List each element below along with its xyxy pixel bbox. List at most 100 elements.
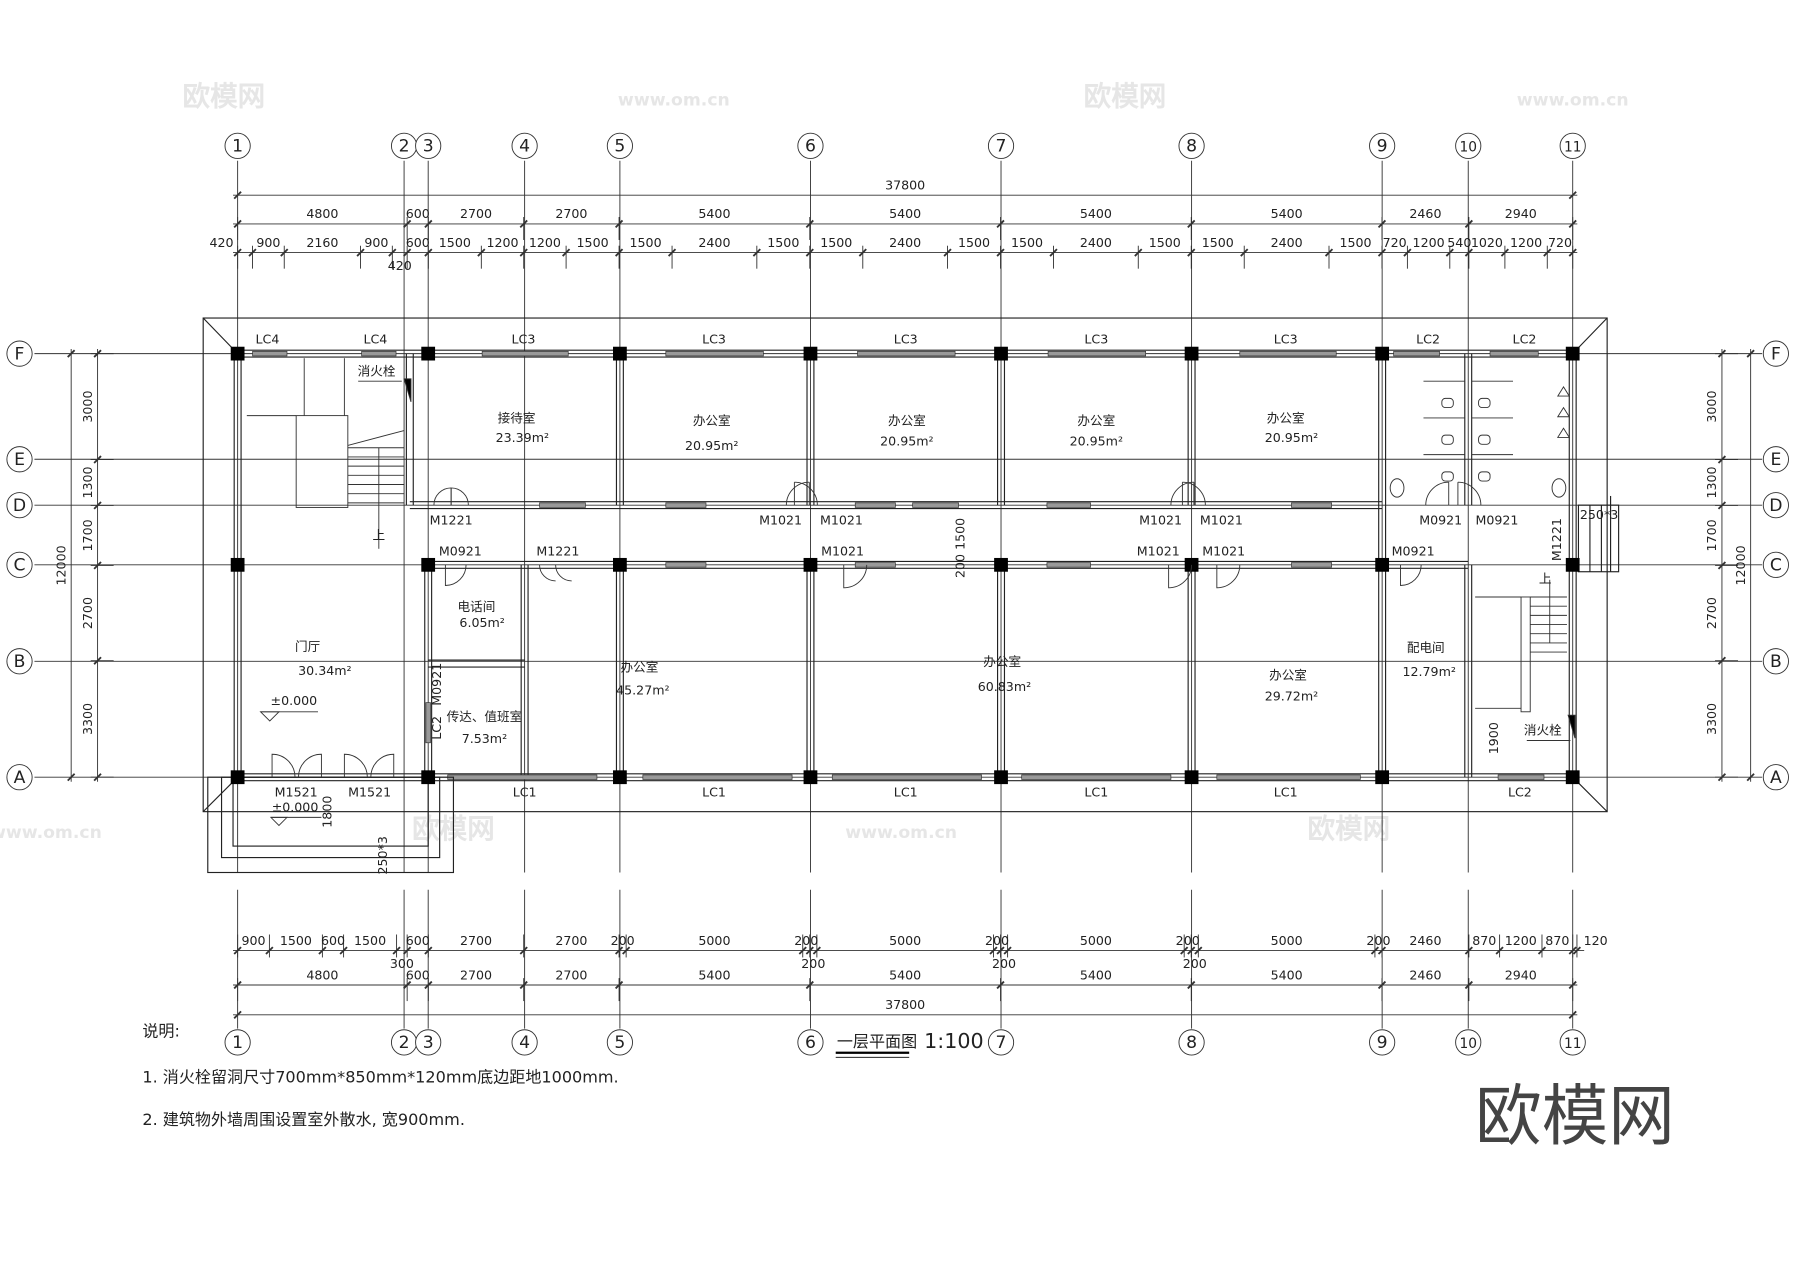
column — [421, 346, 436, 361]
toilet-fixture — [1441, 434, 1454, 445]
left-total-value: 12000 — [53, 545, 68, 585]
top-axis-dim-value: 2700 — [555, 206, 587, 221]
axis-bubble — [797, 1029, 824, 1056]
door-label: M1221 — [536, 544, 579, 559]
axis-bubble — [1762, 551, 1789, 578]
dim-tick — [1568, 191, 1577, 200]
axis-label-B: B — [1770, 652, 1782, 672]
top-axis-dim-value: 2700 — [460, 206, 492, 221]
column — [613, 770, 627, 785]
room-name: 接待室 — [498, 410, 536, 425]
window — [252, 350, 288, 357]
toilet-fixture — [1441, 471, 1454, 482]
fire-hydrant-icon — [403, 378, 412, 402]
axis-label-A: A — [1770, 768, 1782, 788]
door-swing — [1400, 564, 1422, 586]
left-dim-value: 1300 — [80, 466, 95, 498]
bottom-axis-dim-value: 2460 — [1409, 967, 1441, 982]
top-detail-dim-value: 900 — [256, 235, 280, 250]
axis-label-11: 11 — [1564, 140, 1582, 156]
top-detail-dim-value: 1500 — [1149, 235, 1181, 250]
window-label: LC2 — [1513, 331, 1537, 346]
corridor-window — [854, 562, 896, 568]
column — [994, 770, 1008, 785]
axis-label-D: D — [1769, 496, 1782, 516]
toilet-fixture — [1478, 434, 1491, 445]
corridor-window — [854, 502, 896, 508]
dimension-label: 1900 — [1486, 722, 1501, 754]
elevation-mark-icon — [259, 711, 281, 722]
toilet-fixture — [1478, 397, 1491, 409]
top-detail-dim-value: 1500 — [1011, 235, 1043, 250]
window-label: LC3 — [1274, 331, 1298, 346]
bottom-detail-dim-value: 200 — [985, 933, 1009, 948]
dim-tick — [233, 1010, 242, 1019]
window — [1216, 774, 1361, 780]
door-swing — [1425, 481, 1449, 506]
column — [613, 557, 627, 572]
door-label: M1021 — [1137, 544, 1180, 559]
axis-label-C: C — [14, 556, 26, 576]
axis-label-3: 3 — [423, 1033, 434, 1053]
room-area: 20.95m² — [1070, 433, 1123, 448]
axis-bubble — [1762, 446, 1789, 473]
axis-bubble — [511, 1029, 538, 1056]
left-dim-value: 3300 — [80, 703, 95, 735]
door-label: M0921 — [1419, 513, 1462, 528]
room-area: 29.72m² — [1265, 688, 1318, 703]
column — [230, 557, 245, 572]
column — [994, 557, 1008, 572]
axis-label-7: 7 — [996, 137, 1007, 157]
axis-bubble — [1762, 492, 1789, 519]
window-label: LC2 — [429, 716, 444, 740]
room-name: 办公室 — [1269, 668, 1307, 683]
walls — [202, 317, 1620, 874]
axis-bubble — [224, 1029, 251, 1056]
wash-basin — [1389, 478, 1405, 498]
fire-hydrant-label: 消火栓 — [1524, 723, 1562, 738]
axis-label-6: 6 — [805, 1033, 816, 1053]
window — [481, 350, 569, 357]
window — [1497, 774, 1545, 780]
door-swing — [539, 564, 556, 582]
bottom-detail-dim-value: 1500 — [280, 933, 312, 948]
corridor-window — [1046, 502, 1091, 508]
stair-rail — [1520, 596, 1531, 713]
corridor-window — [539, 502, 586, 508]
door-swing — [1216, 564, 1241, 589]
axis-bubble — [606, 132, 633, 159]
note-2: 2. 建筑物外墙周围设置室外散水, 宽900mm. — [142, 1110, 465, 1129]
room-name: 办公室 — [693, 413, 731, 428]
notes: 说明: 1. 消火栓留洞尺寸700mm*850mm*120mm底边距地1000m… — [142, 1022, 618, 1129]
axis-bubble — [1455, 1029, 1482, 1056]
top-axis-dim-value: 5400 — [698, 206, 730, 221]
axis-label-E: E — [1770, 450, 1781, 470]
window-label: LC3 — [702, 331, 726, 346]
window — [1021, 774, 1172, 780]
top-axis-dim-value: 4800 — [306, 206, 338, 221]
axis-bubble — [1559, 132, 1586, 159]
bottom-detail-dim-value: 300 — [390, 956, 414, 971]
room-name: 配电间 — [1407, 640, 1445, 655]
room-area: 30.34m² — [298, 663, 351, 678]
room-area: 60.83m² — [978, 679, 1031, 694]
door-label: M1521 — [348, 785, 391, 800]
drawing-scale: 1:100 — [924, 1029, 984, 1053]
room-name: 办公室 — [1077, 413, 1115, 428]
window-label: LC1 — [1274, 785, 1298, 800]
room-name: 门厅 — [295, 639, 320, 654]
bottom-axis-dim-value: 5400 — [889, 967, 921, 982]
elevation-label: ±0.000 — [271, 693, 318, 708]
top-detail-dim-value: 1500 — [577, 235, 609, 250]
axis-label-4: 4 — [519, 137, 530, 157]
door-swing — [1182, 481, 1206, 506]
window-label: LC3 — [894, 331, 918, 346]
axis-bubble — [511, 132, 538, 159]
column — [1375, 557, 1390, 572]
urinal — [1556, 386, 1571, 397]
top-detail-dim-value: 1500 — [820, 235, 852, 250]
axis-label-A: A — [14, 768, 26, 788]
axis-bubble — [797, 132, 824, 159]
top-detail-dim-value: 2400 — [889, 235, 921, 250]
